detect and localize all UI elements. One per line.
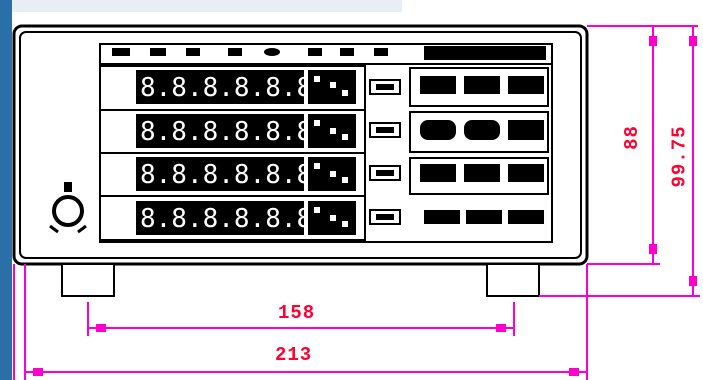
digit-display-row-4: 8.8.8.8.8.8. bbox=[136, 201, 328, 235]
digit-display-row-3: 8.8.8.8.8.8. bbox=[136, 157, 328, 191]
dimension-label-88: 88 bbox=[620, 125, 643, 150]
function-key-group-2[interactable] bbox=[409, 111, 549, 153]
left-foot bbox=[61, 263, 115, 297]
svg-text:8.8.8.8.8.8.: 8.8.8.8.8.8. bbox=[140, 117, 328, 147]
dimension-label-99-75: 99.75 bbox=[668, 125, 691, 188]
status-indicators bbox=[112, 46, 546, 60]
digit-display-row-2: 8.8.8.8.8.8. bbox=[136, 114, 328, 148]
function-key-row-4[interactable] bbox=[424, 210, 544, 224]
knob-icon bbox=[49, 182, 87, 234]
right-foot bbox=[486, 263, 540, 297]
function-key-group-3[interactable] bbox=[409, 157, 549, 195]
front-bezel bbox=[19, 31, 582, 259]
dimension-arrowheads bbox=[33, 36, 697, 376]
function-key-group-1[interactable] bbox=[409, 67, 549, 107]
background-top bbox=[12, 0, 402, 12]
dimension-label-213: 213 bbox=[275, 344, 313, 366]
row-select-buttons[interactable] bbox=[369, 79, 401, 225]
unit-annunciator-dots bbox=[314, 76, 348, 227]
display-panel: 8.8.8.8.8.8. 8.8.8.8.8.8. 8.8.8.8.8.8. 8… bbox=[99, 43, 553, 243]
svg-text:8.8.8.8.8.8.: 8.8.8.8.8.8. bbox=[140, 204, 328, 234]
digit-display-row-1: 8.8.8.8.8.8. bbox=[136, 70, 328, 104]
dimension-label-158: 158 bbox=[278, 302, 316, 324]
background-strip bbox=[0, 0, 12, 380]
svg-text:8.8.8.8.8.8.: 8.8.8.8.8.8. bbox=[140, 160, 328, 190]
dimension-lines bbox=[13, 25, 700, 380]
svg-text:8.8.8.8.8.8.: 8.8.8.8.8.8. bbox=[140, 73, 328, 103]
